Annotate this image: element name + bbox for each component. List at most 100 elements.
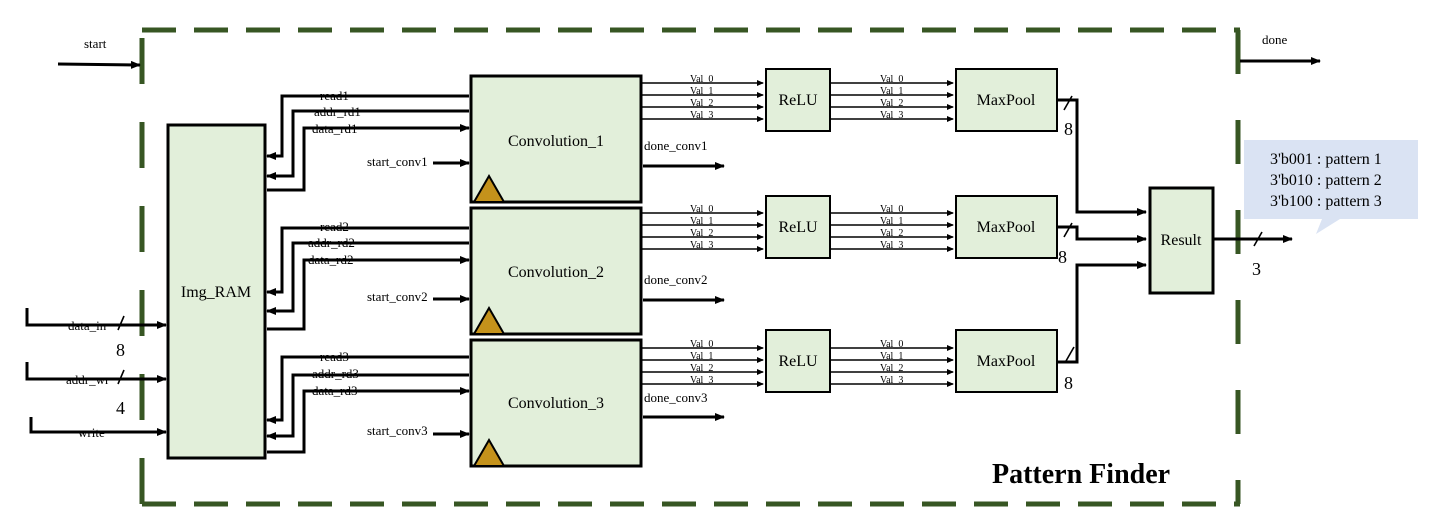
val-1-label: Val_1 xyxy=(880,86,903,97)
val-3-label: Val_3 xyxy=(880,110,903,121)
start-signal: start xyxy=(57,36,141,69)
val-2-label: Val_2 xyxy=(690,228,713,239)
read3-wire xyxy=(266,355,469,424)
ram-input-data-in: data_in 8 xyxy=(25,308,167,360)
val-3-label: Val_3 xyxy=(880,375,903,386)
maxpool-2-block xyxy=(955,195,1058,259)
val-2-label: Val_2 xyxy=(690,363,713,374)
val-0-label: Val_0 xyxy=(880,204,903,215)
data-in-width: 8 xyxy=(116,340,125,360)
maxpool-2-width: 8 xyxy=(1058,247,1067,267)
relu-1-label: ReLU xyxy=(778,92,818,109)
done-conv1-label: done_conv1 xyxy=(644,138,708,153)
convolution-3-unit: Convolution_3 read3 addr_rd3 data_rd3 st… xyxy=(266,338,725,468)
read2-label: read2 xyxy=(320,219,349,234)
addr-rd1-wire xyxy=(266,109,469,180)
read1-label: read1 xyxy=(320,88,349,103)
val-0-label: Val_0 xyxy=(690,339,713,350)
addr-rd1-label: addr_rd1 xyxy=(314,104,361,119)
convolution-1-block xyxy=(469,74,643,204)
read1-wire xyxy=(266,94,469,160)
diagram-title: Pattern Finder xyxy=(992,459,1170,490)
start-conv3-label: start_conv3 xyxy=(367,423,428,438)
convolution-1-unit: Convolution_1 read1 addr_rd1 data_rd1 st… xyxy=(266,74,725,204)
addr-wr-label: addr_wr xyxy=(66,372,110,387)
relu-1-block xyxy=(765,68,831,132)
img-ram-label: Img_RAM xyxy=(181,284,251,301)
val-bus-row-3: Val_0 Val_1 Val_2 Val_3 ReLU Val_0 Val_1… xyxy=(641,329,1058,393)
done-conv3-label: done_conv3 xyxy=(644,390,708,405)
val-3-label: Val_3 xyxy=(880,240,903,251)
val-bus-row-2: Val_0 Val_1 Val_2 Val_3 ReLU Val_0 Val_1… xyxy=(641,195,1058,259)
val-0-label: Val_0 xyxy=(690,204,713,215)
relu-2-label: ReLU xyxy=(778,219,818,236)
convolution-2-unit: Convolution_2 read2 addr_rd2 data_rd2 st… xyxy=(266,206,725,336)
read3-label: read3 xyxy=(320,349,349,364)
clock-triangle-icon xyxy=(472,437,506,467)
maxpool-1-label: MaxPool xyxy=(977,92,1036,109)
val-0-label: Val_0 xyxy=(690,74,713,85)
val-2-label: Val_2 xyxy=(880,98,903,109)
data-in-label: data_in xyxy=(68,318,107,333)
val-1-label: Val_1 xyxy=(690,351,713,362)
write-label: write xyxy=(78,425,105,440)
addr-wr-width: 4 xyxy=(116,398,125,418)
maxpool-3-width: 8 xyxy=(1064,373,1073,393)
data-rd3-label: data_rd3 xyxy=(312,383,357,398)
done-label: done xyxy=(1262,32,1288,47)
clock-triangle-icon xyxy=(472,305,506,335)
pattern-code-1: 3'b001 : pattern 1 xyxy=(1270,151,1382,168)
relu-3-label: ReLU xyxy=(778,353,818,370)
relu-2-block xyxy=(765,195,831,259)
ram-input-addr-wr: addr_wr 4 xyxy=(25,362,167,418)
val-0-label: Val_0 xyxy=(880,339,903,350)
addr-rd3-label: addr_rd3 xyxy=(312,366,359,381)
relu-3-block xyxy=(765,329,831,393)
addr-rd2-wire xyxy=(266,241,469,315)
convolution-1-label: Convolution_1 xyxy=(508,133,604,150)
pattern-code-2: 3'b010 : pattern 2 xyxy=(1270,172,1382,189)
pattern-codes-callout: 3'b001 : pattern 1 3'b010 : pattern 2 3'… xyxy=(1244,140,1418,234)
pattern-finder-frame xyxy=(139,27,1241,507)
data-rd2-wire xyxy=(267,256,470,331)
start-conv1-label: start_conv1 xyxy=(367,154,428,169)
data-rd3-wire xyxy=(267,387,470,454)
maxpool-3-label: MaxPool xyxy=(977,353,1036,370)
start-conv2-label: start_conv2 xyxy=(367,289,428,304)
result-output: 3 xyxy=(1213,231,1293,279)
pattern-code-3: 3'b100 : pattern 3 xyxy=(1270,193,1382,210)
read2-wire xyxy=(266,226,469,296)
val-1-label: Val_1 xyxy=(690,86,713,97)
maxpool-1-width: 8 xyxy=(1064,119,1073,139)
ram-input-write: write xyxy=(29,417,167,440)
addr-rd3-wire xyxy=(266,373,469,440)
img-ram-block xyxy=(166,123,267,460)
val-1-label: Val_1 xyxy=(880,351,903,362)
done-signal: done xyxy=(1240,32,1321,65)
val-1-label: Val_1 xyxy=(690,216,713,227)
convolution-2-block xyxy=(469,206,643,336)
data-rd2-label: data_rd2 xyxy=(308,252,353,267)
clock-triangle-icon xyxy=(472,173,506,203)
val-2-label: Val_2 xyxy=(690,98,713,109)
done-conv2-label: done_conv2 xyxy=(644,272,708,287)
result-label: Result xyxy=(1161,232,1202,249)
convolution-3-block xyxy=(469,338,643,468)
val-2-label: Val_2 xyxy=(880,363,903,374)
val-bus-row-1: Val_0 Val_1 Val_2 Val_3 ReLU Val_0 Val_1… xyxy=(641,68,1058,132)
val-3-label: Val_3 xyxy=(690,240,713,251)
result-output-width: 3 xyxy=(1252,259,1261,279)
addr-rd2-label: addr_rd2 xyxy=(308,235,355,250)
val-0-label: Val_0 xyxy=(880,74,903,85)
val-1-label: Val_1 xyxy=(880,216,903,227)
data-rd1-label: data_rd1 xyxy=(312,121,357,136)
convolution-2-label: Convolution_2 xyxy=(508,264,604,281)
start-label: start xyxy=(84,36,107,51)
maxpool-3-block xyxy=(955,329,1058,393)
maxpool-2-label: MaxPool xyxy=(977,219,1036,236)
maxpool-1-block xyxy=(955,68,1058,132)
maxpool-to-result-wires: 8 8 8 xyxy=(1057,95,1147,393)
convolution-3-label: Convolution_3 xyxy=(508,395,604,412)
val-3-label: Val_3 xyxy=(690,375,713,386)
